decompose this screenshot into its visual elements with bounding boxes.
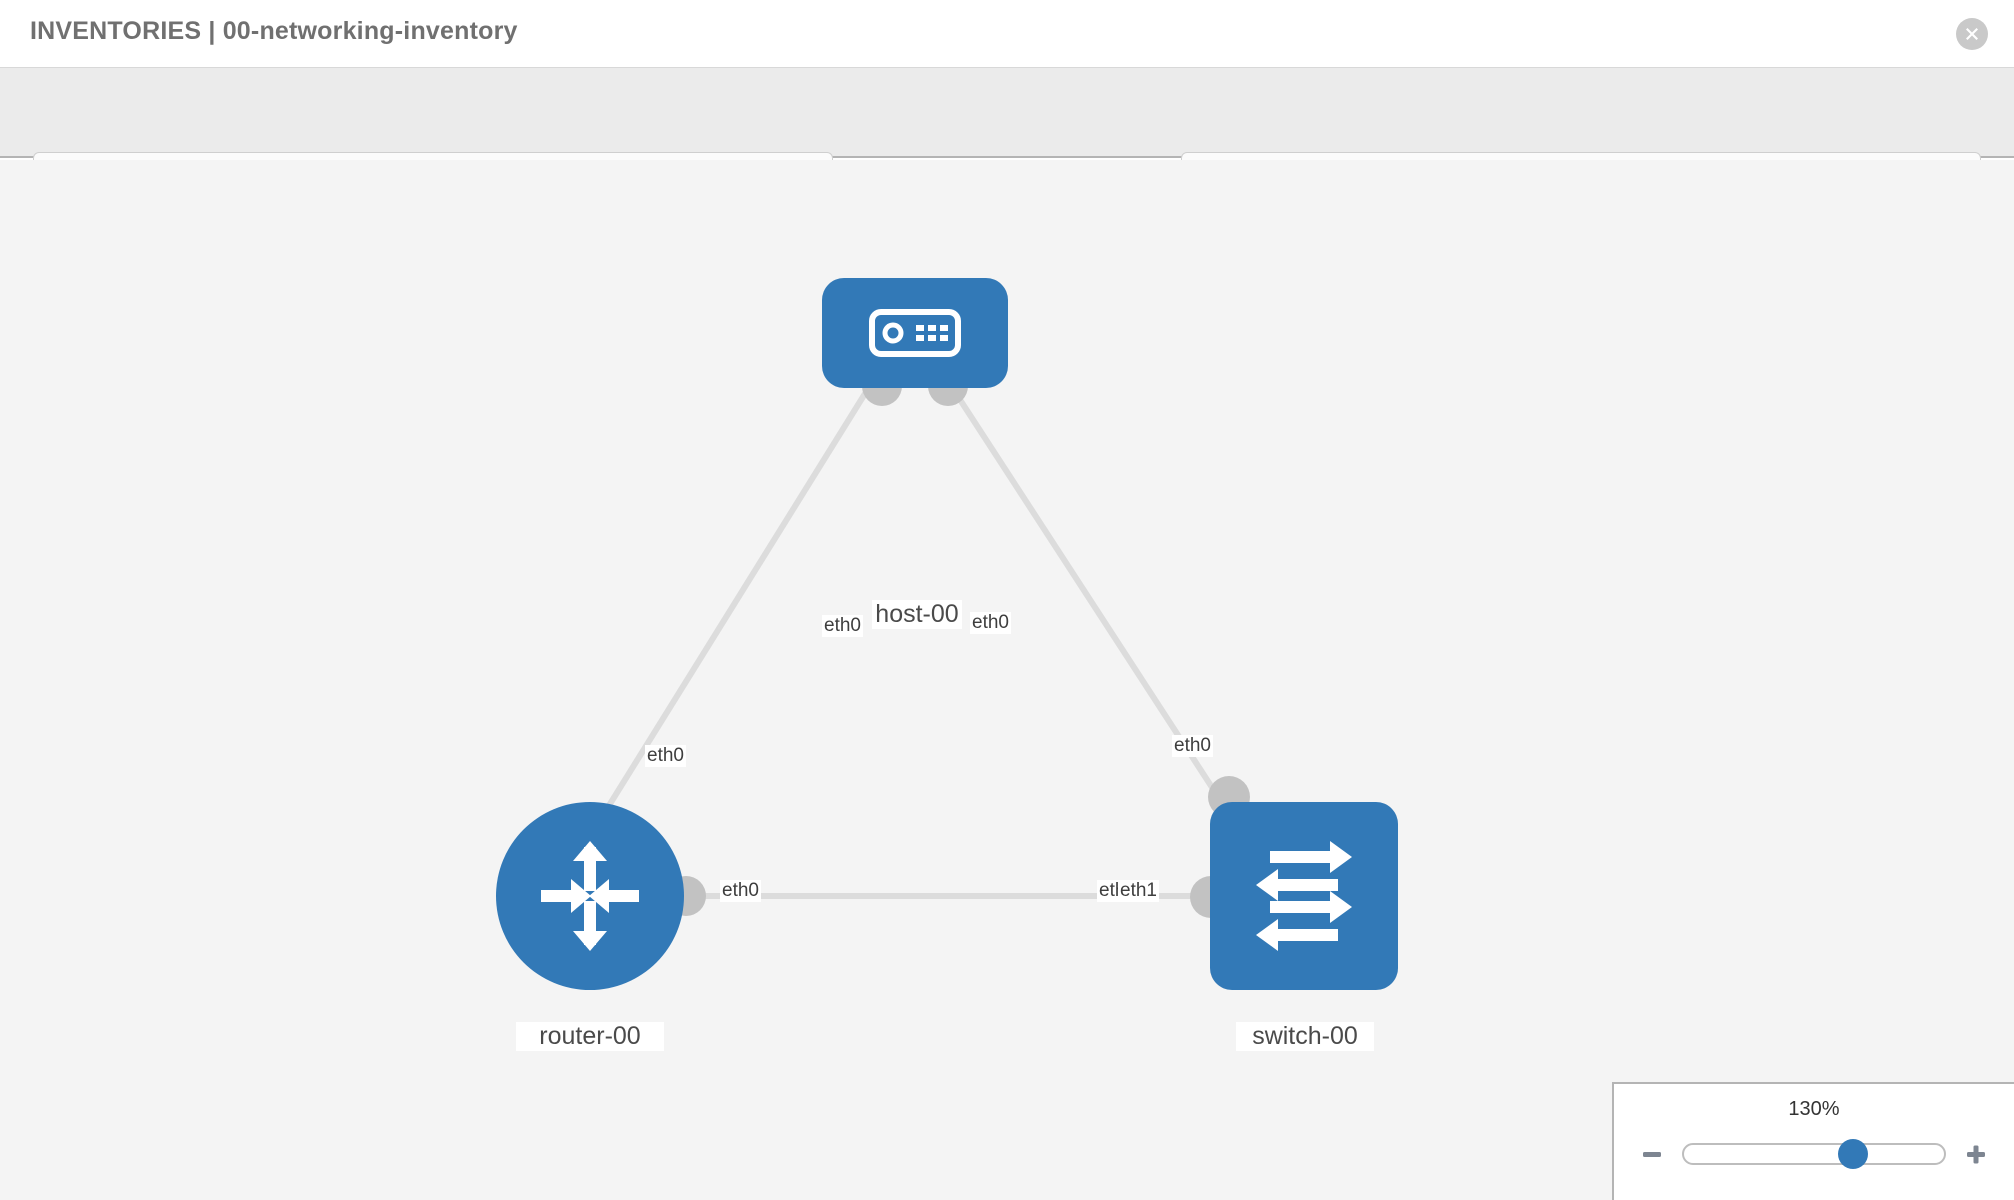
edge-label-host00-eth0-right: eth0 bbox=[970, 612, 1011, 634]
close-icon[interactable] bbox=[1956, 18, 1988, 50]
node-label-router-00: router-00 bbox=[516, 1022, 664, 1051]
zoom-slider-row bbox=[1638, 1136, 1990, 1172]
edge-label-router00-eth0-up: eth0 bbox=[645, 745, 686, 767]
edge-label-switch00-eth1: eth1 bbox=[1118, 880, 1159, 902]
edge-host00-router00 bbox=[597, 390, 869, 822]
node-router-00[interactable] bbox=[496, 802, 684, 990]
node-switch-00[interactable] bbox=[1210, 802, 1398, 990]
switch-arrows-icon bbox=[1256, 841, 1352, 951]
server-device-icon bbox=[869, 309, 961, 357]
edge-label-switch00-eth0-up: eth0 bbox=[1172, 735, 1213, 757]
topology-canvas[interactable]: host-00 router-00 bbox=[0, 160, 2014, 1200]
page-title: INVENTORIES | 00-networking-inventory bbox=[30, 17, 518, 45]
zoom-slider-track[interactable] bbox=[1682, 1139, 1946, 1169]
zoom-slider-thumb[interactable] bbox=[1838, 1139, 1868, 1169]
zoom-out-button[interactable] bbox=[1638, 1140, 1666, 1168]
node-label-switch-00: switch-00 bbox=[1236, 1022, 1374, 1051]
zoom-level-value: 130% bbox=[1788, 1098, 1840, 1120]
node-label-host-00: host-00 bbox=[872, 600, 962, 629]
edge-label-host00-eth0-left: eth0 bbox=[822, 615, 863, 637]
edge-label-router00-eth0: eth0 bbox=[720, 880, 761, 902]
zoom-control-panel: 130% bbox=[1612, 1082, 2014, 1200]
window-header: INVENTORIES | 00-networking-inventory bbox=[0, 0, 2014, 68]
toolbar: ACTIONS SEARCH bbox=[0, 68, 2014, 206]
zoom-in-button[interactable] bbox=[1962, 1140, 1990, 1168]
node-host-00[interactable] bbox=[822, 278, 1008, 388]
router-arrows-icon bbox=[541, 841, 639, 951]
